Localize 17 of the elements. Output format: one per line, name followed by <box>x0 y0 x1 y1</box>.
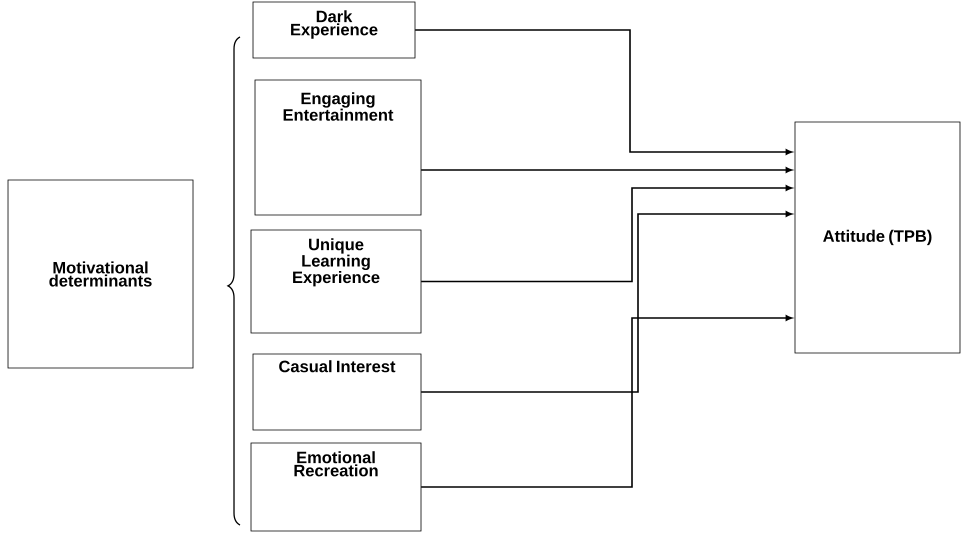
box-label: Unique Learning Experience <box>293 238 380 286</box>
text-box <box>252 354 422 430</box>
box-label: Emotional Recreation <box>294 451 378 476</box>
arrow <box>421 211 792 393</box>
arrow <box>421 185 792 282</box>
text-box: Attitude (TPB) <box>794 122 960 354</box>
text-box <box>252 2 416 58</box>
box-label: Dark Experience <box>291 10 378 39</box>
arrow <box>421 315 792 488</box>
text-box <box>250 442 422 532</box>
box-label: Casual Interest <box>279 360 396 372</box>
text-box <box>250 230 422 334</box>
arrow <box>415 29 792 155</box>
box-label: Engaging Entertainment <box>284 92 394 121</box>
text-box: Motivational determinants <box>8 180 194 368</box>
text-box <box>254 80 422 216</box>
arrow <box>421 167 792 173</box>
